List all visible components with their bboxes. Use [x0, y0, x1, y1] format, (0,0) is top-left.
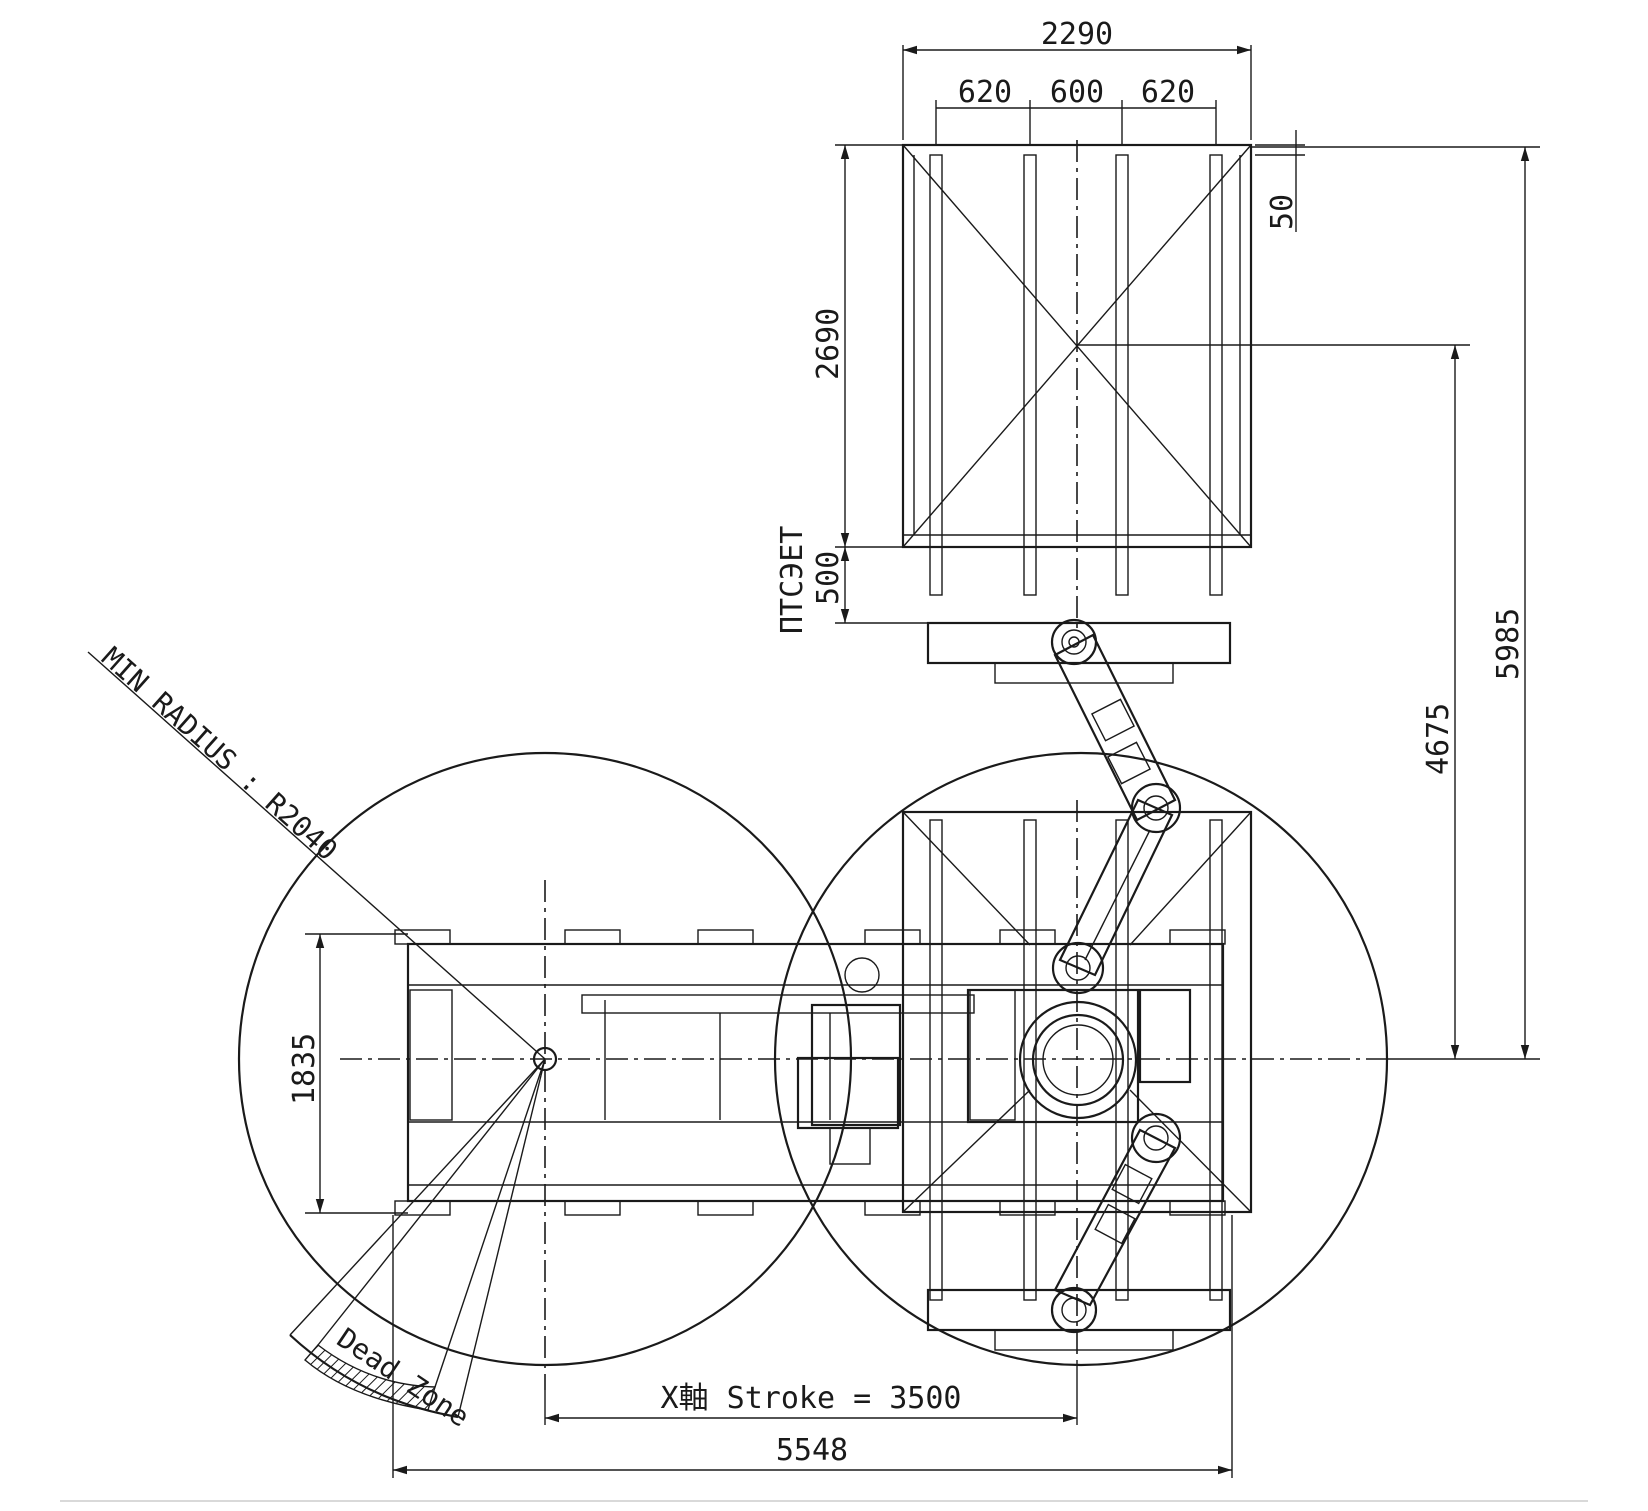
- min-radius-label: MIN RADIUS : R2040: [95, 641, 344, 867]
- dim-top-left: 620: [958, 75, 1012, 110]
- lower-rack-station: [901, 800, 1253, 1360]
- dim-top-right: 620: [1141, 75, 1195, 110]
- dim-left-width: 1835: [287, 1033, 322, 1105]
- dim-bottom-total: 5548: [776, 1433, 848, 1468]
- lower-elbow-joint: [1130, 1112, 1182, 1164]
- forearm-link: [1058, 798, 1174, 977]
- x-axis-track: [340, 929, 1370, 1216]
- elbow-joint: [1130, 782, 1182, 834]
- min-radius-annotation: MIN RADIUS : R2040: [87, 641, 546, 1060]
- bottom-divider: [60, 1500, 1588, 1502]
- track-feet: [394, 929, 1226, 1216]
- top-pivot-joint: [1050, 618, 1098, 666]
- robot-arm: [1050, 633, 1182, 1334]
- dim-left-extra-note: ПТСЭЕТ: [775, 526, 810, 634]
- dim-right-small: 50: [1265, 194, 1300, 230]
- dim-right-tall: 5985: [1491, 608, 1526, 680]
- robot-center: [532, 1046, 558, 1072]
- upper-arm-link: [1053, 633, 1177, 822]
- dim-left-extra: 500: [811, 551, 846, 605]
- x-stroke-label: X軸 Stroke = 3500: [661, 1381, 962, 1416]
- rotary-table: [1018, 1000, 1138, 1120]
- dead-zone-area: [304, 1344, 436, 1411]
- dim-top-mid: 600: [1050, 75, 1104, 110]
- carriage: [810, 1003, 902, 1127]
- track-frame: [406, 942, 1225, 1203]
- dim-left-height: 2690: [811, 308, 846, 380]
- top-rack-station: [901, 140, 1253, 684]
- dim-top-width: 2290: [1041, 17, 1113, 52]
- dimension-lines: 2290 620 600 620 50 2690 500 ПТСЭЕТ 5985…: [287, 17, 1540, 1478]
- lower-arm-link: [1053, 1128, 1177, 1307]
- dim-right-mid: 4675: [1421, 703, 1456, 775]
- dead-zone: Dead Zone: [289, 1058, 546, 1434]
